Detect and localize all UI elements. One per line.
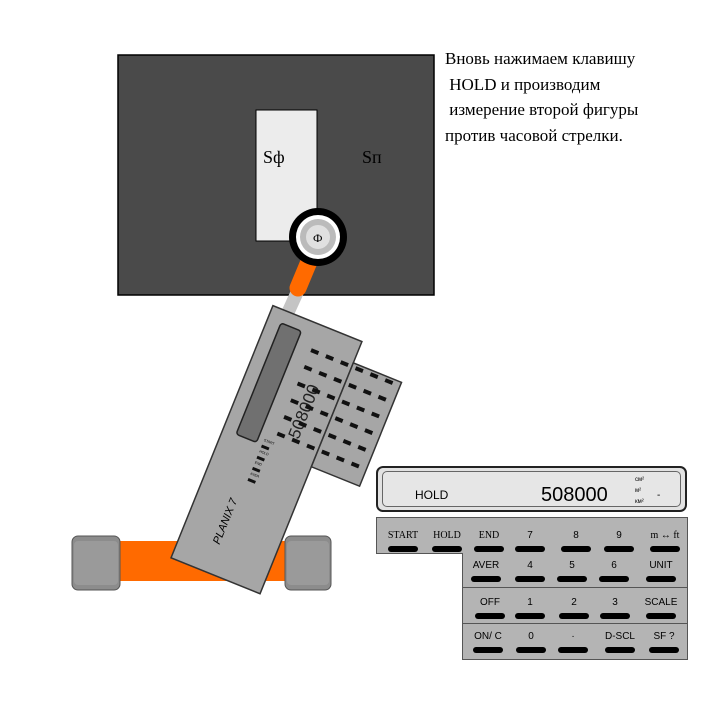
- key-label: ·: [571, 631, 575, 642]
- key-1[interactable]: 1: [509, 596, 551, 620]
- key-label: 4: [527, 560, 533, 571]
- body-display: [236, 323, 302, 443]
- right-roller-shade: [287, 541, 329, 585]
- key-bar: [515, 613, 545, 619]
- key-label: AVER: [472, 560, 500, 571]
- display-mode: HOLD: [415, 488, 449, 502]
- key-m-ft[interactable]: m ↔ ft: [644, 529, 686, 553]
- body-mini-key-label-aver: AVER: [250, 472, 261, 479]
- key-unit[interactable]: UNIT: [640, 559, 682, 583]
- key-bar: [558, 647, 588, 653]
- key-0[interactable]: 0: [510, 630, 552, 654]
- key-bar: [604, 546, 634, 552]
- key-bar: [515, 576, 545, 582]
- key-8[interactable]: 8: [555, 529, 597, 553]
- key-label: END: [478, 530, 500, 541]
- figure-area-label: Sф: [263, 147, 285, 167]
- key-label: HOLD: [433, 530, 461, 541]
- key-aver[interactable]: AVER: [465, 559, 507, 583]
- key-bar: [515, 546, 545, 552]
- key-sf[interactable]: SF ?: [643, 630, 685, 654]
- key-bar: [432, 546, 462, 552]
- key-label: 3: [612, 597, 618, 608]
- keypad-divider: [463, 623, 687, 624]
- key-3[interactable]: 3: [594, 596, 636, 620]
- body-mini-key-label-end: END: [254, 460, 263, 467]
- key-5[interactable]: 5: [551, 559, 593, 583]
- key-bar: [561, 546, 591, 552]
- key-bar: [600, 613, 630, 619]
- key-label: 7: [527, 530, 533, 541]
- key-label: 5: [569, 560, 575, 571]
- key-9[interactable]: 9: [598, 529, 640, 553]
- display-panel: HOLD 508000 см² м² км² -: [376, 466, 687, 512]
- instruction-line: измерение второй фигуры: [445, 100, 639, 119]
- key-label: 0: [528, 631, 534, 642]
- key-label: 6: [611, 560, 617, 571]
- keypad-top-row: START HOLD END 7 8 9 m ↔ ft: [376, 517, 688, 554]
- key-label: ON/ C: [474, 631, 502, 642]
- key-hold[interactable]: HOLD: [426, 529, 468, 553]
- key-label: 8: [573, 530, 579, 541]
- key-d-scl[interactable]: D-SCL: [599, 630, 641, 654]
- keypad-main: AVER 4 5 6 UNIT OFF 1 2 3 SCALE ON/ C 0 …: [462, 553, 688, 660]
- key-4[interactable]: 4: [509, 559, 551, 583]
- display-screen: HOLD 508000 см² м² км² -: [382, 471, 681, 507]
- key-label: 2: [571, 597, 577, 608]
- key-6[interactable]: 6: [593, 559, 635, 583]
- body-keypad-extension: [310, 361, 403, 488]
- instruction-line: HOLD и производим: [445, 74, 601, 94]
- key-bar: [473, 647, 503, 653]
- body-mini-key-label-hold: HOLD: [259, 449, 270, 457]
- key-label: 1: [527, 597, 533, 608]
- key-bar: [557, 576, 587, 582]
- display-unit-km2: км²: [635, 499, 644, 505]
- display-value: 508000: [541, 484, 608, 506]
- key-bar: [516, 647, 546, 653]
- key-end[interactable]: END: [468, 529, 510, 553]
- key-start[interactable]: START: [382, 529, 424, 553]
- instruction-line: против часовой стрелки.: [445, 125, 623, 145]
- key-label: UNIT: [649, 560, 673, 571]
- key-label: SCALE: [644, 597, 678, 608]
- key-scale[interactable]: SCALE: [640, 596, 682, 620]
- key-bar: [646, 576, 676, 582]
- key-label: START: [387, 530, 419, 541]
- key-bar: [650, 546, 680, 552]
- instruction-text: Вновь нажимаем клавишу HOLD и производим…: [445, 46, 707, 148]
- key-bar: [605, 647, 635, 653]
- display-unit-m2: м²: [635, 488, 642, 494]
- key-decimal[interactable]: ·: [552, 630, 594, 654]
- body-mini-keypad: [247, 348, 394, 484]
- key-bar: [475, 613, 505, 619]
- keypad-divider: [463, 587, 687, 588]
- key-bar: [474, 546, 504, 552]
- tracer-lens[interactable]: Ф: [289, 208, 347, 266]
- key-bar: [471, 576, 501, 582]
- board-area-label: Sп: [362, 147, 382, 167]
- body-mini-key-label-start: START: [263, 438, 276, 446]
- key-7[interactable]: 7: [509, 529, 551, 553]
- key-bar: [599, 576, 629, 582]
- key-label: m ↔ ft: [650, 530, 680, 541]
- key-2[interactable]: 2: [553, 596, 595, 620]
- key-on-c[interactable]: ON/ C: [467, 630, 509, 654]
- planimeter-body: 508000 PLANIX 7: [170, 304, 403, 595]
- key-label: D-SCL: [604, 631, 635, 642]
- key-label: OFF: [480, 597, 500, 608]
- key-off[interactable]: OFF: [469, 596, 511, 620]
- key-bar: [559, 613, 589, 619]
- key-label: 9: [616, 530, 622, 541]
- instruction-line: Вновь нажимаем клавишу: [445, 49, 636, 68]
- left-roller-shade: [74, 541, 118, 585]
- key-bar: [649, 647, 679, 653]
- key-label: SF ?: [653, 631, 675, 642]
- display-sign: -: [657, 490, 661, 501]
- tracer-mark: Ф: [313, 231, 322, 245]
- display-unit-cm2: см²: [635, 477, 645, 483]
- key-bar: [646, 613, 676, 619]
- key-bar: [388, 546, 418, 552]
